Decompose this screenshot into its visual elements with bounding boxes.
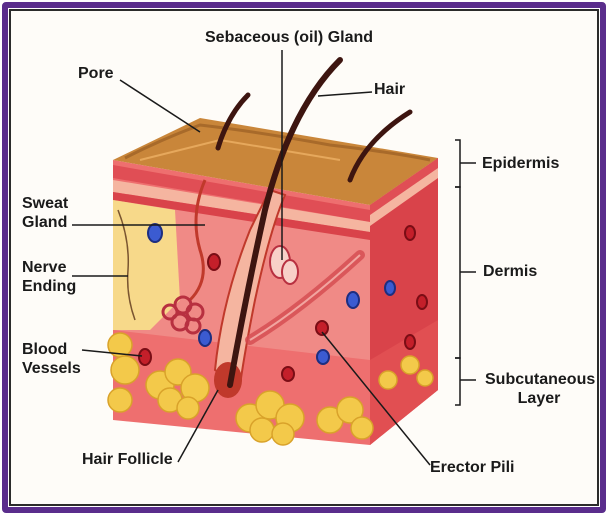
- layer-brackets: [455, 140, 476, 405]
- label-blood-vessels: Blood Vessels: [22, 340, 81, 378]
- label-subcutaneous-layer: Subcutaneous Layer: [485, 370, 593, 408]
- label-sebaceous-gland: Sebaceous (oil) Gland: [205, 28, 373, 47]
- label-pore: Pore: [78, 64, 114, 83]
- label-hair-follicle: Hair Follicle: [82, 450, 173, 469]
- label-epidermis: Epidermis: [482, 154, 559, 173]
- label-dermis: Dermis: [483, 262, 537, 281]
- label-erector-pili: Erector Pili: [430, 458, 514, 477]
- label-sweat-gland: Sweat Gland: [22, 194, 68, 232]
- label-hair: Hair: [374, 80, 405, 99]
- label-nerve-ending: Nerve Ending: [22, 258, 76, 296]
